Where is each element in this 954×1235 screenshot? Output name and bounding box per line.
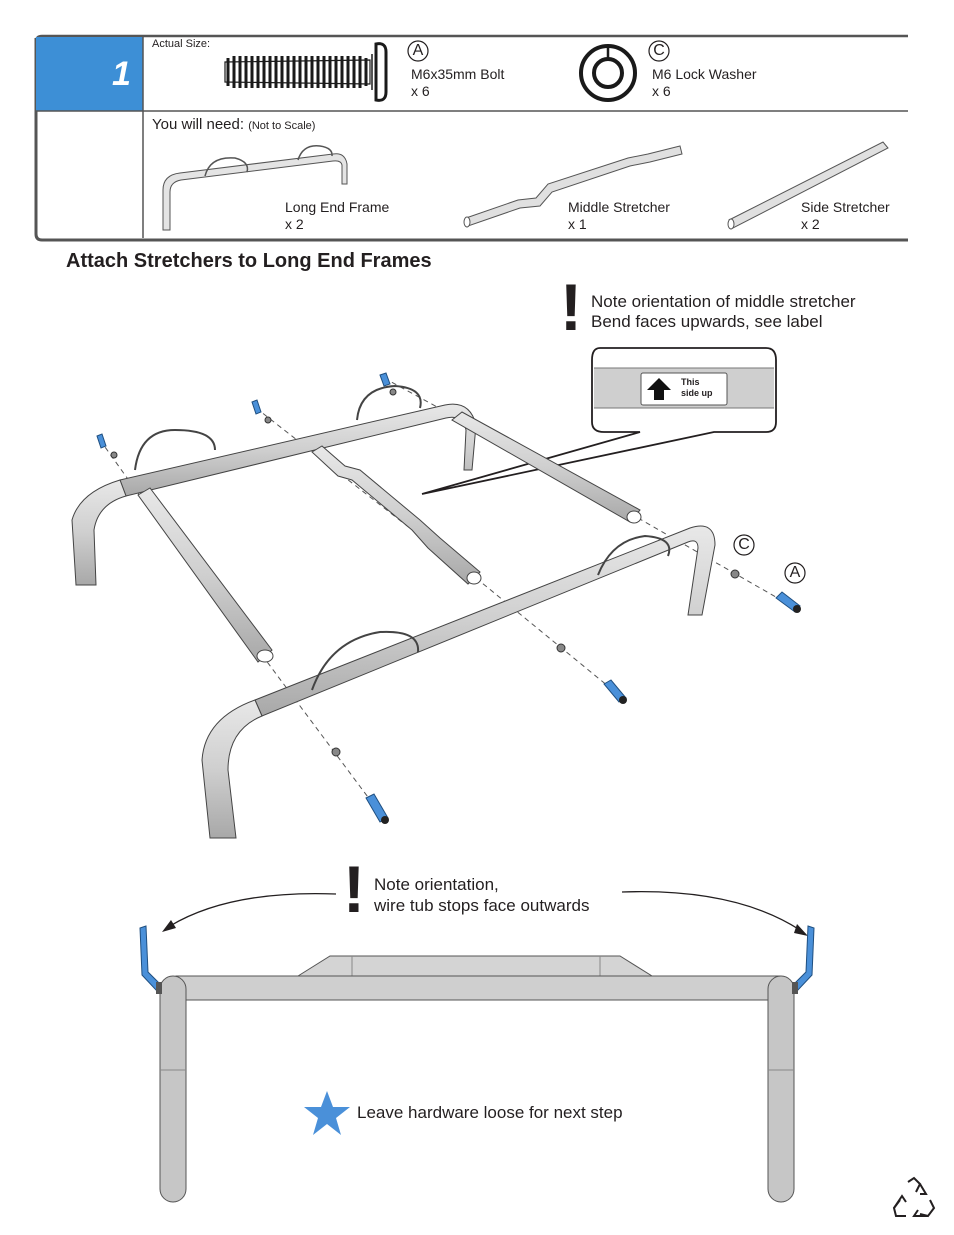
middle-stretcher-thumbnail [463,145,683,228]
callout-circle-a [784,562,806,584]
need-item-qty-2: x 1 [568,216,587,232]
part-letter-circle-a [407,40,429,62]
need-item-name-3: Side Stretcher [801,199,890,215]
part-letter-c: C [653,42,665,59]
recycle-icon [892,1176,936,1218]
callout-circle-c [733,534,755,556]
washer-name: M6 Lock Washer [652,66,757,82]
long-end-frame-thumbnail [162,145,348,231]
label-text-this: This [681,377,700,387]
step-number: 1 [112,55,131,93]
exclamation-icon-2: ! [343,852,365,926]
bolt-icon [224,42,388,102]
you-will-need-label: You will need: (Not to Scale) [152,116,315,135]
not-to-scale-note: (Not to Scale) [248,120,316,132]
washer-qty: x 6 [652,83,671,99]
callout-letter-c: C [738,536,750,553]
front-view-illustration [139,891,815,1203]
actual-size-label: Actual Size: [152,38,211,50]
middle-note-line2: Bend faces upwards, see label [591,312,823,331]
exclamation-icon: ! [560,270,582,344]
side-stretcher-thumbnail [727,141,889,230]
header-frame [34,34,908,242]
lock-washer-icon [579,44,637,102]
star-icon [304,1091,350,1135]
middle-note-line1: Note orientation of middle stretcher [591,292,856,311]
need-item-name-2: Middle Stretcher [568,199,670,215]
need-item-name-1: Long End Frame [285,199,390,215]
section-title: Attach Stretchers to Long End Frames [66,250,432,272]
part-letter-a: A [412,42,424,59]
need-item-qty-1: x 2 [285,216,304,232]
assembly-illustration [71,372,801,839]
part-letter-circle-c [648,40,670,62]
bolt-qty: x 6 [411,83,430,99]
bolt-name: M6x35mm Bolt [411,66,505,82]
loose-hardware-note: Leave hardware loose for next step [357,1103,623,1122]
you-will-need-text: You will need: [152,116,245,133]
orient-note-line2: wire tub stops face outwards [374,896,590,915]
label-text-side-up: side up [681,388,713,398]
need-item-qty-3: x 2 [801,216,820,232]
arrow-up-icon [647,378,671,400]
callout-letter-a: A [789,564,801,581]
orient-note-line1: Note orientation, [374,875,499,894]
